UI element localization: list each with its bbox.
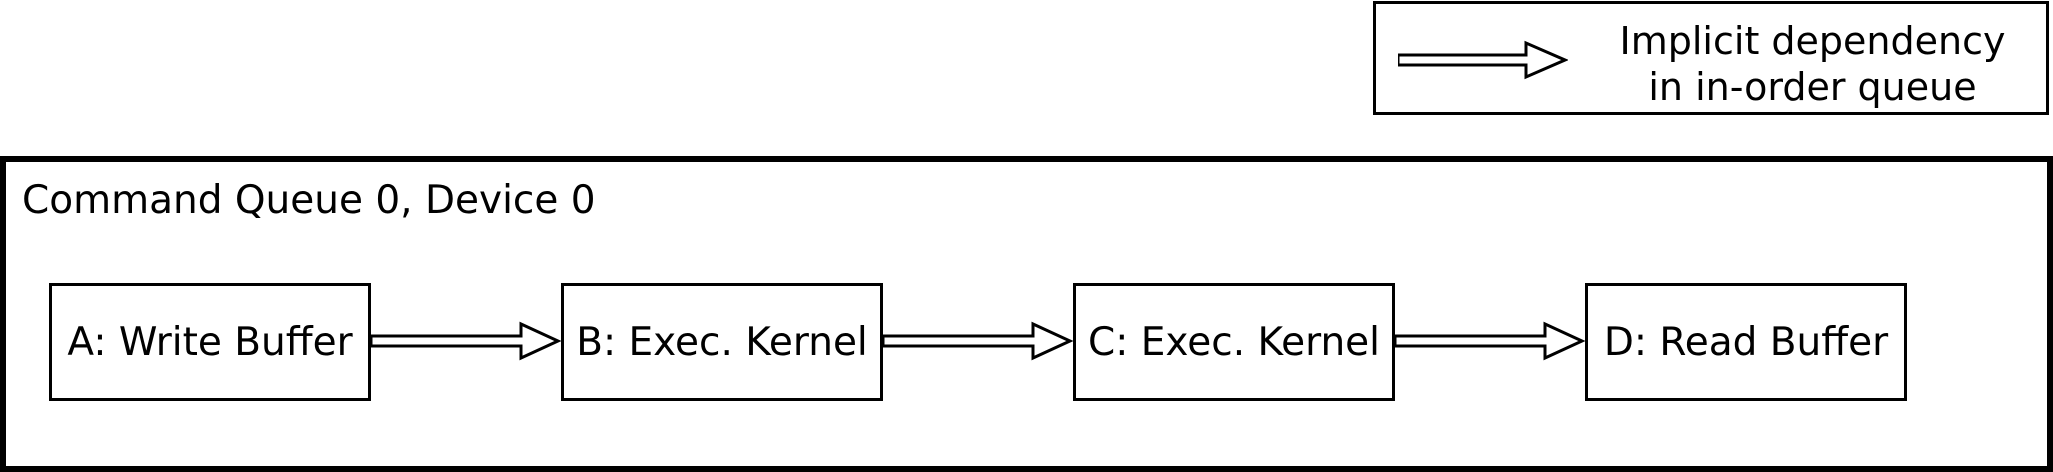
command-d-box: D: Read Buffer <box>1585 283 1907 401</box>
legend-line-1: Implicit dependency <box>1619 19 2006 63</box>
command-a-box: A: Write Buffer <box>49 283 371 401</box>
dependency-arrow-b-c-icon <box>883 321 1073 361</box>
dependency-arrow-c-d-icon <box>1395 321 1585 361</box>
legend-label: Implicit dependency in in-order queue <box>1590 18 2035 110</box>
command-c-box: C: Exec. Kernel <box>1073 283 1395 401</box>
command-queue-box: Command Queue 0, Device 0 A: Write Buffe… <box>0 156 2053 472</box>
legend-box: Implicit dependency in in-order queue <box>1373 1 2049 115</box>
dependency-arrow-a-b-icon <box>371 321 561 361</box>
queue-title: Command Queue 0, Device 0 <box>22 178 596 223</box>
legend-line-2: in in-order queue <box>1648 65 1977 109</box>
legend-double-arrow-icon <box>1398 40 1568 80</box>
command-b-box: B: Exec. Kernel <box>561 283 883 401</box>
